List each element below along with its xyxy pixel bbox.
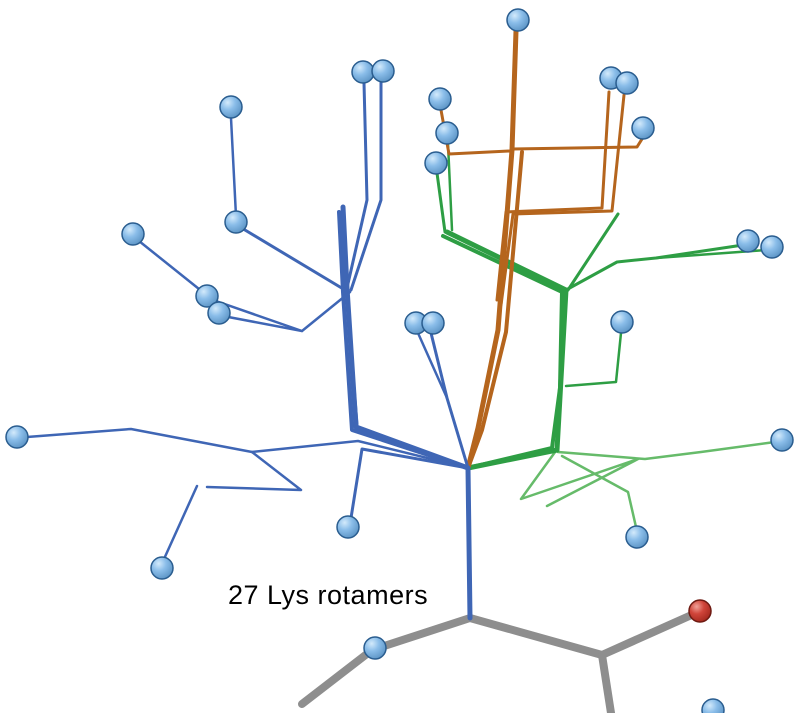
atom-nitrogen	[615, 71, 639, 95]
atom-nitrogen	[610, 310, 634, 334]
bond-blue	[238, 225, 347, 292]
atom-nitrogen	[207, 301, 231, 325]
atom-nitrogen	[195, 284, 219, 308]
bond-blue	[416, 331, 449, 400]
bond-green	[435, 171, 447, 234]
bond-layer	[25, 28, 777, 713]
bond-blue	[338, 210, 359, 426]
bond-green	[446, 142, 454, 232]
bond-blue	[465, 465, 473, 621]
atom-nitrogen	[428, 87, 452, 111]
bond-orange	[510, 137, 644, 151]
atom-nitrogen	[770, 428, 794, 452]
atom-layer	[5, 8, 794, 713]
bond-green	[564, 243, 745, 292]
bond-green_light	[560, 454, 638, 529]
bond-blue	[340, 204, 471, 471]
bond-gray	[598, 609, 700, 659]
bond-blue	[345, 81, 369, 290]
atom-oxygen	[688, 599, 712, 623]
atom-nitrogen	[336, 515, 360, 539]
bond-blue	[229, 116, 238, 218]
atom-nitrogen	[760, 235, 784, 259]
atom-nitrogen	[421, 311, 445, 335]
atom-nitrogen	[121, 222, 145, 246]
bond-green	[566, 212, 620, 292]
atom-nitrogen	[631, 116, 655, 140]
atom-nitrogen	[625, 525, 649, 549]
bond-blue	[162, 484, 199, 561]
bond-blue	[349, 80, 383, 292]
bond-green	[441, 234, 564, 470]
bond-blue	[337, 210, 470, 470]
atom-nitrogen	[363, 636, 387, 660]
atom-nitrogen	[5, 425, 29, 449]
atom-nitrogen	[371, 59, 395, 83]
bond-blue	[349, 447, 470, 520]
atom-nitrogen	[435, 121, 459, 145]
bond-gray	[298, 614, 606, 708]
atom-nitrogen	[150, 556, 174, 580]
bond-orange	[465, 28, 519, 471]
bond-orange	[466, 150, 524, 470]
bond-blue	[211, 298, 304, 333]
bond-green	[564, 331, 623, 388]
atom-nitrogen	[736, 229, 760, 253]
bond-orange	[495, 90, 611, 302]
atom-nitrogen	[506, 8, 530, 32]
rotamer-count-label: 27 Lys rotamers	[228, 580, 429, 610]
bond-orange	[499, 93, 626, 307]
atom-nitrogen	[224, 210, 248, 234]
bond-blue	[429, 331, 470, 470]
bond-gray	[598, 651, 615, 713]
atom-nitrogen	[219, 95, 243, 119]
bond-blue	[25, 427, 470, 470]
atom-nitrogen	[351, 60, 375, 84]
atom-nitrogen	[701, 698, 725, 713]
atom-nitrogen	[424, 151, 448, 175]
bond-green_light	[556, 440, 777, 461]
bond-blue	[137, 239, 211, 299]
bond-green_light	[519, 446, 640, 508]
bond-blue	[205, 450, 303, 492]
